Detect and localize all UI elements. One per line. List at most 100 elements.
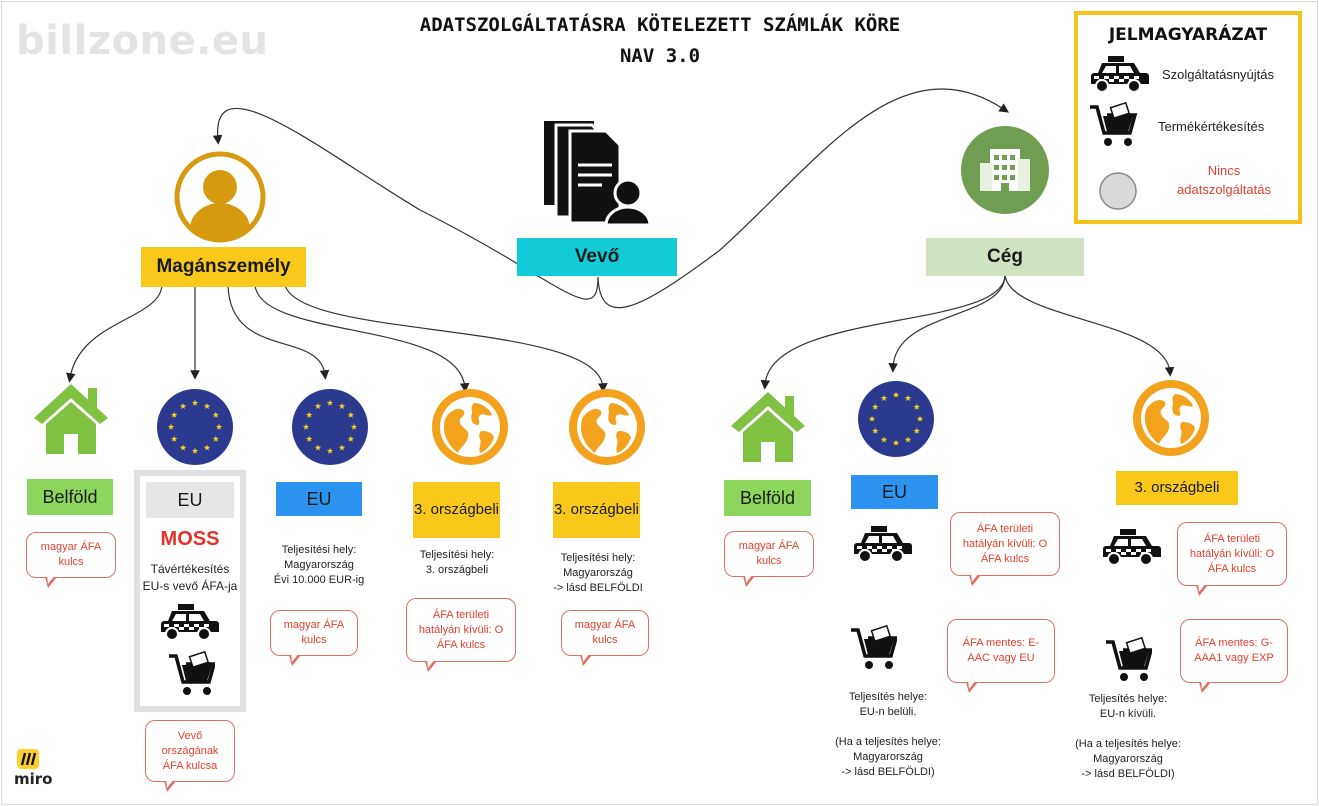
eu-star [305,435,313,442]
moss-frame [134,470,246,712]
buyer-label: Vevő [517,238,677,276]
note-line: Teljesítési hely: [281,544,357,556]
note-line: EU-n belüli. [859,706,917,718]
eu-star [203,444,211,451]
house-icon [731,392,805,462]
eu-star [170,411,178,418]
miro-logo-icon [17,749,39,769]
company-third-country-label: 3. országbeli [1116,471,1238,505]
eu-flag-icon [858,381,934,457]
eu-star [916,415,924,422]
callout-text: ÁFA területi hatályán kívüli: O ÁFA kulc… [962,522,1048,565]
globe-icon [1133,380,1209,456]
shopping-cart-icon [1104,636,1152,683]
note-line: 3. országbeli [425,564,489,576]
eu-star [904,436,912,443]
callout-text: magyar ÁFA kulcs [40,541,102,568]
company-eu-label: EU [851,475,938,509]
private-eu-callout: magyar ÁFA kulcs [270,610,358,666]
wire-company-2 [888,274,1006,373]
eu-star [350,423,358,430]
eu-star [904,394,912,401]
wire-private-1 [66,284,163,383]
company-domestic-label: Belföld [724,480,811,516]
wire-private-5 [284,284,608,393]
brand-watermark: billzone.eu [16,18,269,64]
eu-star [347,435,355,442]
eu-star [203,402,211,409]
note-line: (Ha a teljesítés helye: [835,736,941,748]
eu-star [913,403,921,410]
eu-star [338,402,346,409]
taxi-icon [1090,55,1150,93]
eu-star [326,447,334,454]
person-avatar-icon [174,151,266,243]
private-third-callout: ÁFA területi hatályán kívüli: O ÁFA kulc… [406,598,516,672]
private-third-country-label: 3. országbeli [413,482,500,538]
globe-icon [569,389,645,465]
callout-text: ÁFA területi hatályán kívüli: O ÁFA kulc… [418,608,504,651]
moss-eu-label: EU [146,482,234,518]
taxi-icon [1102,528,1162,566]
house-icon [34,384,108,454]
private-eu-label: EU [276,482,362,516]
moss-note: Távértékesítés EU-s vevő ÁFA-ja [142,562,238,593]
callout-text: ÁFA területi hatályán kívüli: O ÁFA kulc… [1189,532,1275,575]
eu-star [191,399,199,406]
company-label: Cég [926,238,1084,276]
eu-star [305,411,313,418]
eu-star [326,399,334,406]
taxi-icon [853,525,913,563]
private-person-label: Magánszemély [141,247,306,287]
eu-star [868,415,876,422]
page-subtitle: NAV 3.0 [619,45,701,67]
company-third-service-callout: ÁFA területi hatályán kívüli: O ÁFA kulc… [1177,522,1287,596]
note-line: Teljesítési hely: [419,549,495,561]
office-building-icon [961,126,1049,214]
private-third-note: Teljesítési hely: 3. országbeli [400,548,514,578]
callout-text: ÁFA mentes: G-AAA1 vagy EXP [1194,637,1274,664]
wire-buyer-company [597,88,1009,309]
gray-circle-icon [1099,172,1137,210]
eu-star [212,411,220,418]
eu-star [871,403,879,410]
eu-star [215,423,223,430]
private-domestic-callout: magyar ÁFA kulcs [26,532,116,588]
note-line: Teljesítési hely: [560,552,636,564]
company-third-goods-callout: ÁFA mentes: G-AAA1 vagy EXP [1180,619,1288,693]
eu-star [880,436,888,443]
shopping-cart-icon [849,624,897,671]
note-line: Magyarország [284,559,354,571]
eu-star [170,435,178,442]
moss-callout: Vevő országának ÁFA kulcsa [145,720,235,792]
company-eu-service-callout: ÁFA területi hatályán kívüli: O ÁFA kulc… [950,512,1060,586]
wire-company-1 [760,274,1006,390]
note-line: Teljesítés helye: [1088,693,1168,705]
eu-star [347,411,355,418]
eu-star [314,444,322,451]
moss-title: MOSS [160,528,220,550]
private-third-country-hu-label: 3. országbeli [553,482,640,538]
private-domestic-label: Belföld [27,479,113,515]
eu-star [212,435,220,442]
eu-star [191,447,199,454]
eu-star [179,444,187,451]
eu-star [892,439,900,446]
eu-flag-icon [292,389,368,465]
eu-star [314,402,322,409]
callout-text: ÁFA mentes: E-AAC vagy EU [962,637,1040,664]
wire-private-3 [227,284,330,380]
company-eu-goods-callout: ÁFA mentes: E-AAC vagy EU [947,619,1055,693]
private-third-hu-callout: magyar ÁFA kulcs [561,610,649,666]
eu-star [179,402,187,409]
taxi-icon [160,603,220,641]
company-eu-note: Teljesítés helye: EU-n belüli. (Ha a tel… [818,690,958,780]
note-line: -> lásd BELFÖLDI [553,582,643,594]
company-third-note: Teljesítés helye: EU-n kívüli. (Ha a tel… [1058,692,1198,782]
eu-star [880,394,888,401]
private-third-hu-note: Teljesítési hely: Magyarország -> lásd B… [540,551,656,596]
legend-no-reporting-label: Nincs adatszolgáltatás [1160,161,1288,199]
callout-text: magyar ÁFA kulcs [283,619,345,646]
